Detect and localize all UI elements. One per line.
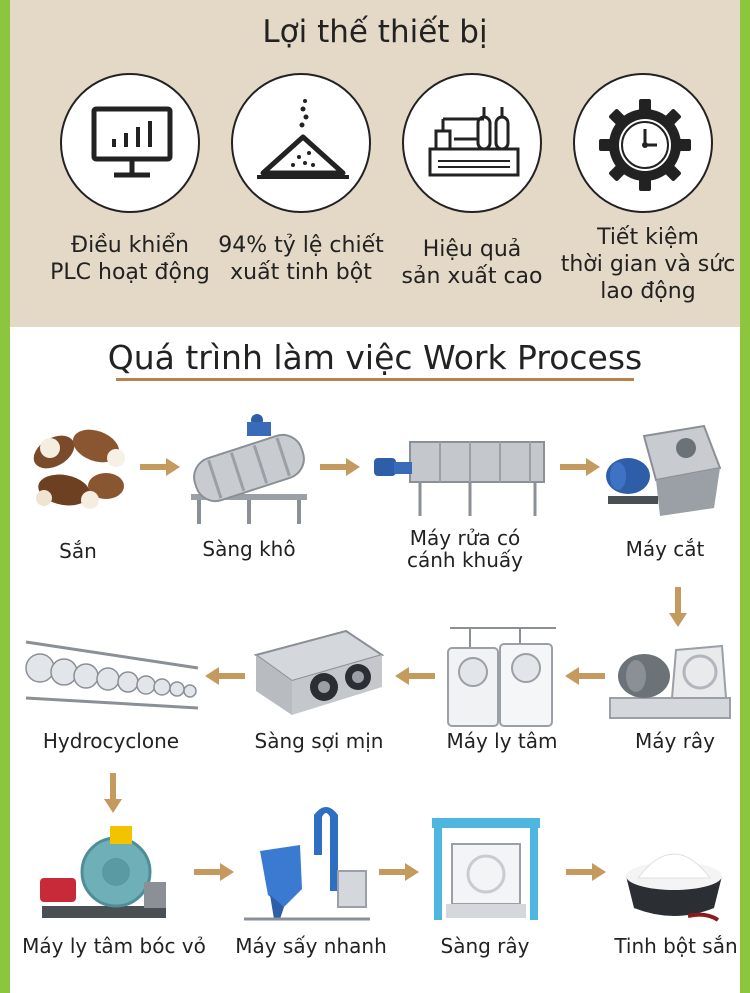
process-title: Quá trình làm việc Work Process — [107, 338, 643, 377]
step-image-centrifuge — [440, 620, 560, 728]
step-label-centrifuge: Máy ly tâm — [446, 729, 558, 753]
advantage-label-plc: Điều khiển PLC hoạt động — [50, 233, 210, 285]
arrow-right-icon — [566, 863, 606, 881]
advantages-title: Lợi thế thiết bị — [262, 14, 488, 50]
step-image-fine-fiber-sieve — [248, 625, 388, 725]
arrow-right-icon — [140, 458, 180, 476]
monitor-chart-icon — [91, 106, 173, 178]
step-image-dry-sieve — [185, 410, 313, 528]
factory-plant-icon — [428, 107, 520, 177]
advantage-circle-extraction — [231, 73, 371, 213]
step-image-screen — [606, 628, 734, 720]
step-label-cutter: Máy cắt — [625, 537, 705, 561]
advantage-circle-efficiency — [402, 73, 542, 213]
arrow-left-icon — [565, 667, 605, 685]
powder-pile-icon — [257, 99, 349, 179]
step-image-hydrocyclone — [22, 628, 200, 718]
arrow-right-icon — [560, 458, 600, 476]
gear-clock-icon — [599, 99, 691, 191]
step-image-cassava — [24, 412, 132, 520]
step-label-fine-fiber-sieve: Sàng sợi mịn — [254, 729, 384, 753]
arrow-down-icon — [669, 587, 687, 627]
advantages-section: Lợi thế thiết bị — [10, 0, 740, 327]
step-image-cutter — [600, 418, 730, 520]
step-label-screen: Máy rây — [634, 729, 716, 753]
advantage-label-time: Tiết kiệm thời gian và sức lao động — [560, 225, 736, 304]
step-label-cassava: Sắn — [59, 539, 97, 563]
advantage-circle-time — [573, 73, 713, 213]
right-frame-border — [740, 0, 750, 993]
step-image-washer — [370, 432, 548, 522]
arrow-left-icon — [395, 667, 435, 685]
process-title-underline — [116, 378, 634, 381]
arrow-right-icon — [194, 863, 234, 881]
step-image-peeler-centrifuge — [34, 820, 170, 922]
step-label-flash-dryer: Máy sấy nhanh — [235, 934, 387, 958]
arrow-right-icon — [379, 863, 419, 881]
step-image-flash-dryer — [240, 795, 375, 923]
step-label-square-sieve: Sàng rây — [440, 934, 530, 958]
step-label-peeler-centrifuge: Máy ly tâm bóc vỏ — [22, 934, 206, 958]
left-frame-border — [0, 0, 10, 993]
step-image-square-sieve — [426, 810, 546, 924]
step-label-starch: Tinh bột sắn — [614, 934, 738, 958]
advantage-circle-plc — [60, 73, 200, 213]
step-label-hydrocyclone: Hydrocyclone — [42, 729, 180, 753]
arrow-right-icon — [320, 458, 360, 476]
step-label-washer: Máy rửa có cánh khuấy — [407, 526, 523, 572]
step-image-starch — [618, 832, 730, 924]
arrow-down-icon — [104, 773, 122, 813]
arrow-left-icon — [205, 667, 245, 685]
advantage-label-efficiency: Hiệu quả sản xuất cao — [401, 237, 543, 289]
step-label-dry-sieve: Sàng khô — [202, 537, 296, 561]
advantage-label-extraction: 94% tỷ lệ chiết xuất tinh bột — [218, 233, 384, 285]
